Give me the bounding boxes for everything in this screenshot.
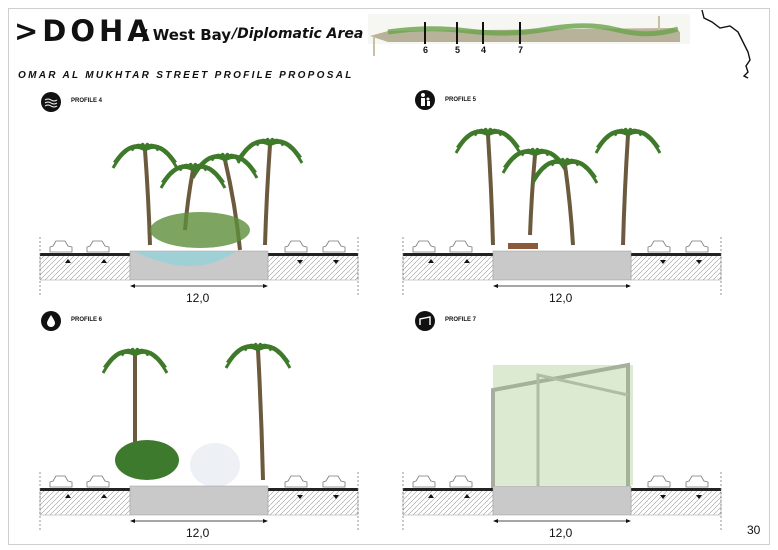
profile-markers (424, 22, 521, 44)
palm-tree (454, 127, 522, 246)
water-waves-icon (41, 92, 61, 112)
profile-4-label: PROFILE 4 (71, 98, 103, 104)
street-plan-strip (368, 14, 690, 56)
profile-5-section (398, 95, 728, 310)
car (412, 475, 436, 488)
car (647, 475, 671, 488)
car (685, 240, 709, 253)
palm-tree (224, 342, 292, 481)
dimension-arrow (130, 284, 268, 288)
profile-7-label: PROFILE 7 (445, 317, 477, 323)
car (449, 475, 473, 488)
marker-4: 4 (481, 45, 487, 55)
profile-4-dimension: 12,0 (186, 291, 210, 305)
pergola-icon (415, 311, 435, 331)
car (284, 240, 308, 253)
marker-5: 5 (455, 45, 461, 55)
profile-5-dimension: 12,0 (549, 291, 573, 305)
car (647, 240, 671, 253)
marker-6: 6 (423, 45, 429, 55)
car (322, 475, 346, 488)
street-subtitle: OMAR AL MUKHTAR STREET PROFILE PROPOSAL (18, 70, 354, 81)
page-title: >DOHA (14, 14, 154, 48)
profile-6-dimension: 12,0 (186, 526, 210, 540)
palm-tree (159, 162, 227, 231)
car (49, 240, 73, 253)
page-number: 30 (747, 523, 761, 537)
car (449, 240, 473, 253)
area-title: /Diplomatic Area (232, 26, 364, 42)
car (685, 475, 709, 488)
car (49, 475, 73, 488)
car (322, 240, 346, 253)
car (86, 240, 110, 253)
section-drawing (402, 362, 722, 530)
car (86, 475, 110, 488)
dimension-arrow (130, 519, 268, 523)
car (412, 240, 436, 253)
page-frame (8, 8, 770, 545)
palm-tree (531, 157, 599, 246)
section-drawing (39, 137, 359, 295)
car (284, 475, 308, 488)
marker-7: 7 (518, 45, 524, 55)
dimension-arrow (493, 519, 631, 523)
district-title: / West Bay (142, 26, 232, 44)
profile-6-label: PROFILE 6 (71, 317, 103, 323)
palm-tree (594, 127, 662, 246)
palm-tree (236, 137, 304, 246)
location-map (701, 9, 751, 79)
palm-tree (111, 142, 179, 246)
profile-7-section (398, 330, 728, 545)
section-drawing (39, 342, 359, 530)
profile-5-label: PROFILE 5 (445, 97, 477, 103)
profile-4-section (35, 95, 365, 310)
water-drop-icon (41, 311, 61, 331)
dimension-arrow (493, 284, 631, 288)
section-drawing (402, 127, 722, 295)
profile-6-section (35, 330, 365, 545)
pedestrians-icon (415, 90, 435, 110)
profile-7-dimension: 12,0 (549, 526, 573, 540)
